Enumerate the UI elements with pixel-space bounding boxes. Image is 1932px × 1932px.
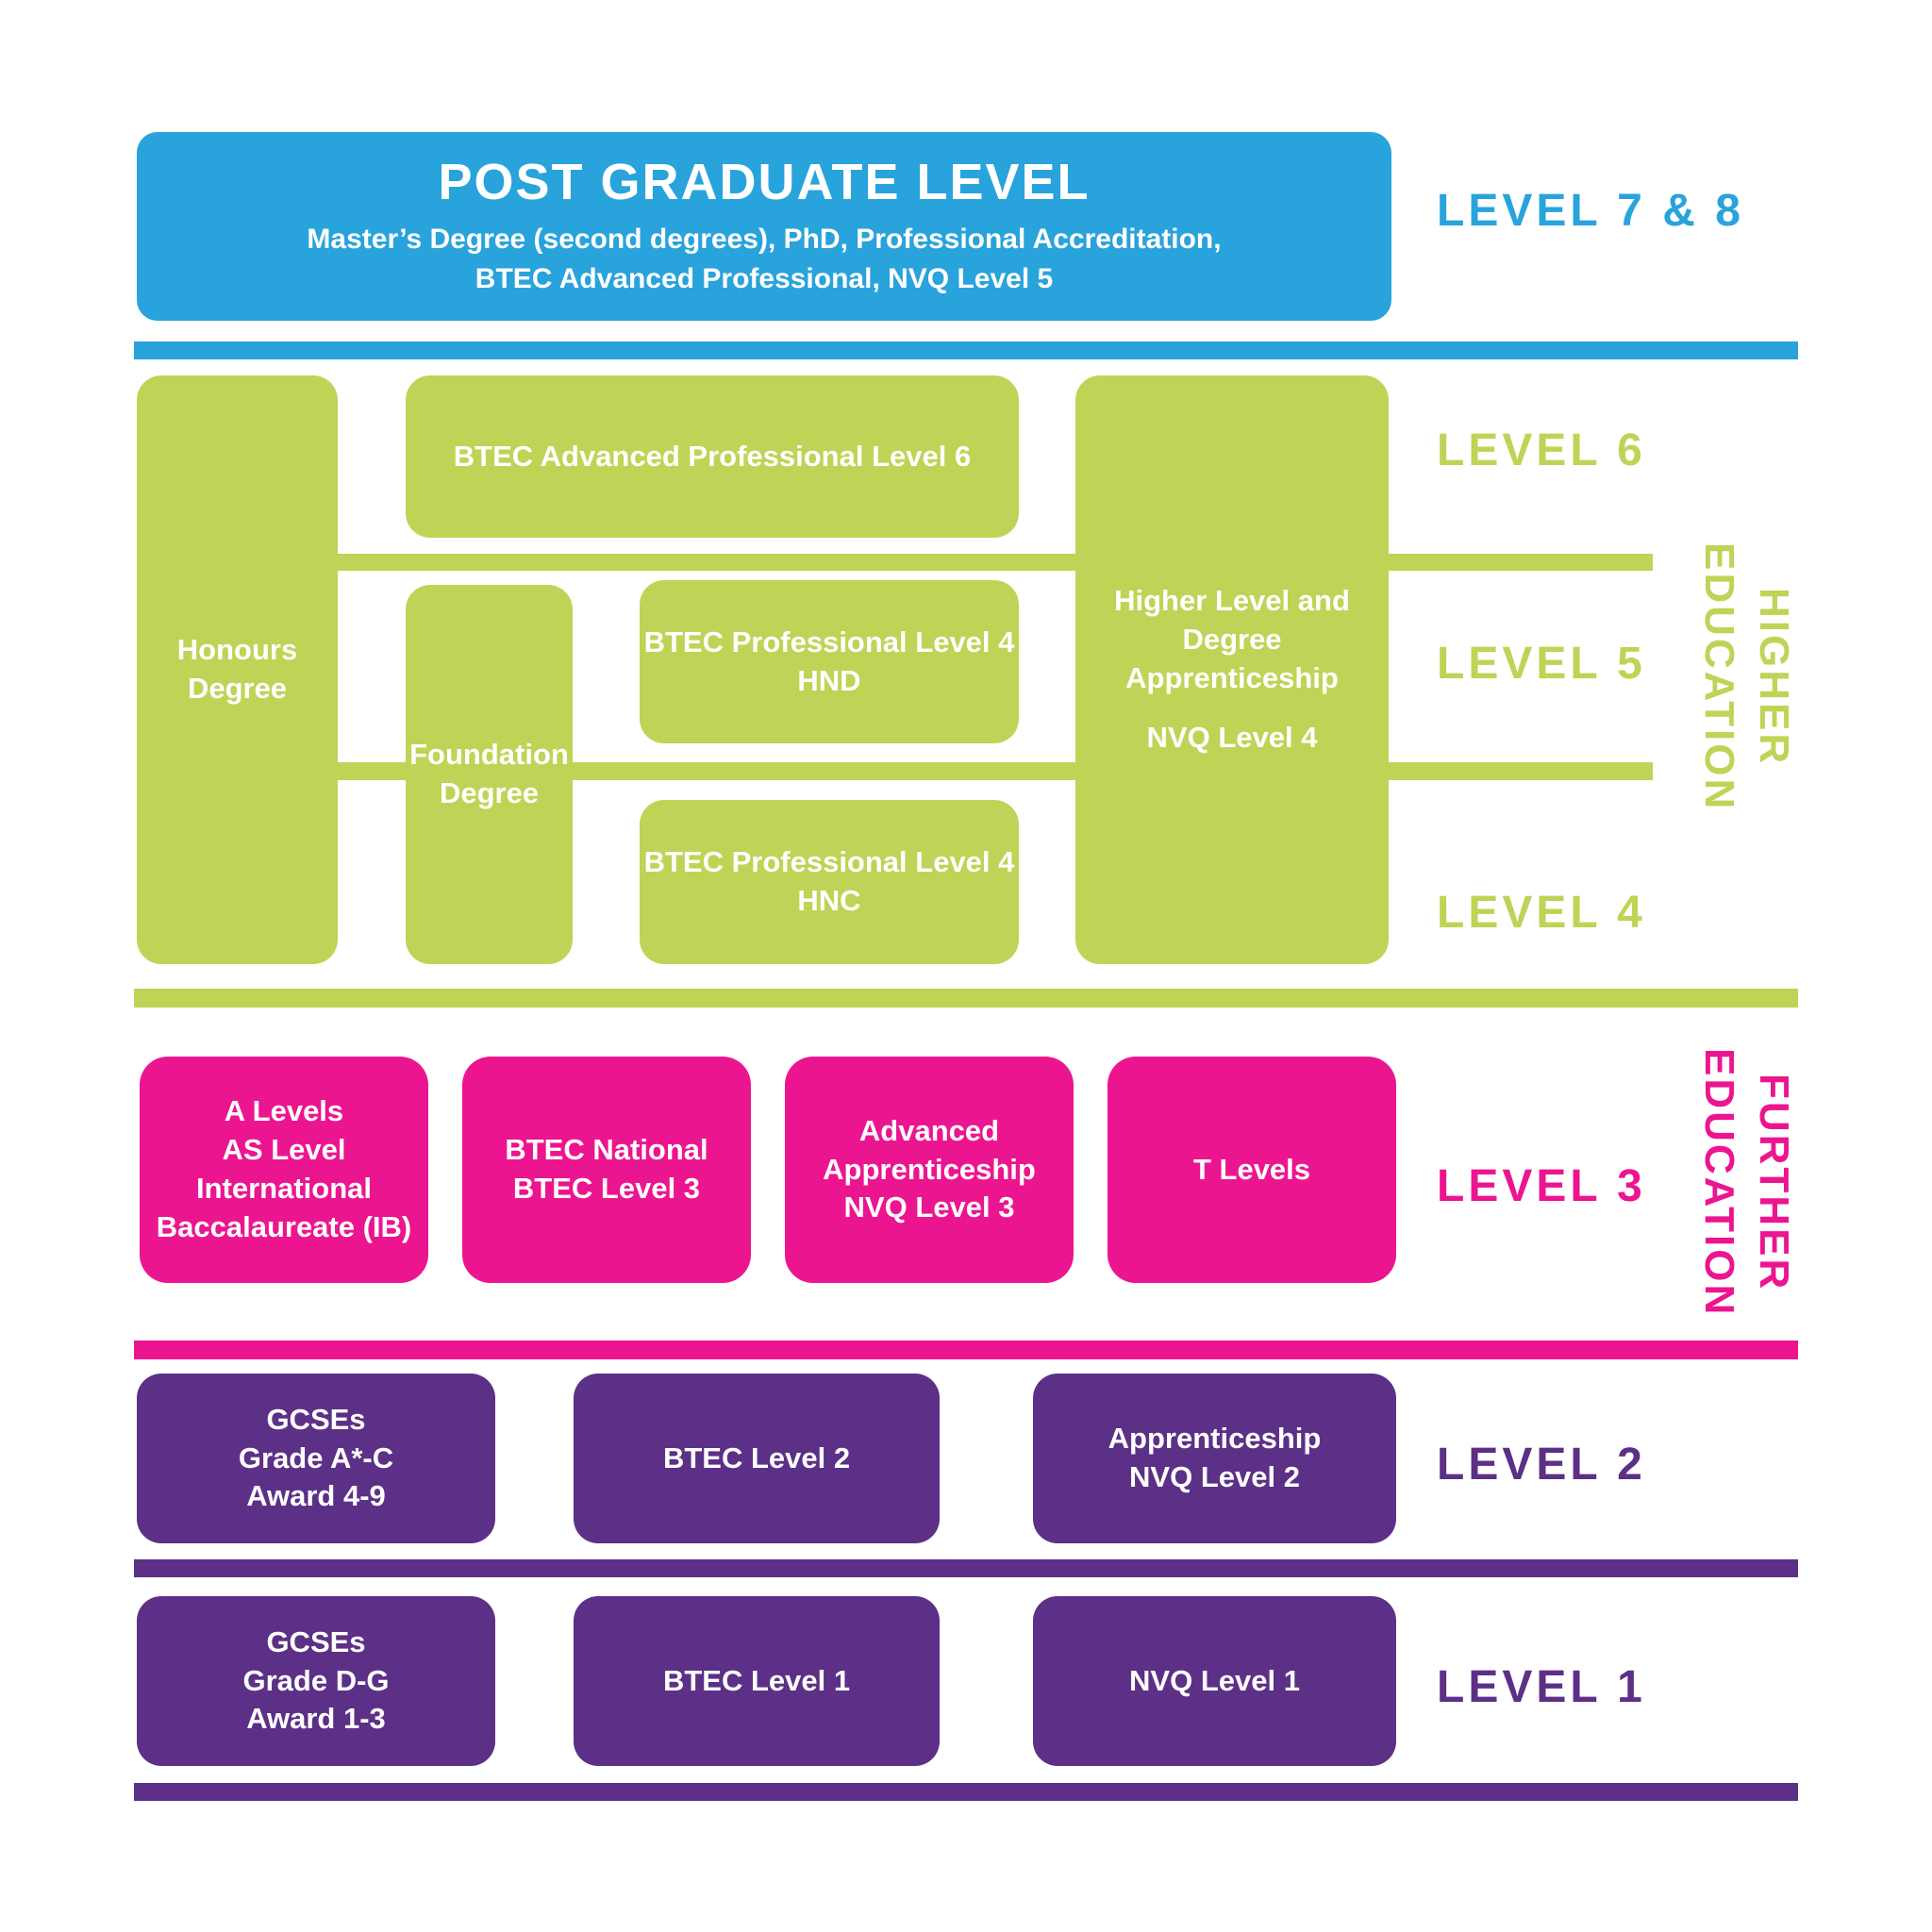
- postgraduate-box: POST GRADUATE LEVEL Master’s Degree (sec…: [137, 132, 1391, 321]
- btec-national-label: BTEC National BTEC Level 3: [505, 1133, 708, 1205]
- level-3-label: LEVEL 3: [1437, 1161, 1646, 1211]
- honours-degree-label: Honours Degree: [176, 633, 298, 705]
- level-2-label: LEVEL 2: [1437, 1440, 1646, 1490]
- btec-level2-label: BTEC Level 2: [662, 1441, 851, 1474]
- gcses-level1-label: GCSEs Grade D-G Award 1-3: [242, 1624, 390, 1736]
- nvq-level1-box: NVQ Level 1: [1033, 1596, 1396, 1766]
- btec-national-box: BTEC National BTEC Level 3: [462, 1057, 751, 1283]
- higher-education-word1: HIGHER: [1751, 588, 1797, 767]
- a-levels-label: A Levels AS Level International Baccalau…: [156, 1094, 412, 1243]
- level-6-label: LEVEL 6: [1437, 425, 1646, 475]
- advanced-apprenticeship-label: Advanced Apprenticeship NVQ Level 3: [823, 1113, 1036, 1224]
- further-education-section-label: FURTHER EDUCATION: [1678, 1024, 1801, 1341]
- btec-level1-label: BTEC Level 1: [662, 1663, 851, 1697]
- higher-degree-apprenticeship-label: Higher Level and Degree Apprenticeship: [1114, 584, 1350, 694]
- gcses-level1-box: GCSEs Grade D-G Award 1-3: [137, 1596, 495, 1766]
- gcses-level2-label: GCSEs Grade A*-C Award 4-9: [238, 1402, 394, 1513]
- t-levels-box: T Levels: [1108, 1057, 1396, 1283]
- nvq-level1-label: NVQ Level 1: [1129, 1663, 1300, 1697]
- level-1-label: LEVEL 1: [1437, 1662, 1646, 1712]
- btec-professional-hnc-box: BTEC Professional Level 4 HNC: [640, 800, 1019, 964]
- foundation-degree-box: Foundation Degree: [406, 585, 573, 964]
- honours-degree-box: Honours Degree: [137, 375, 338, 964]
- higher-education-section-label: HIGHER EDUCATION: [1678, 526, 1801, 828]
- gcses-level2-box: GCSEs Grade A*-C Award 4-9: [137, 1374, 495, 1543]
- t-levels-label: T Levels: [1192, 1152, 1311, 1186]
- apprenticeship-level2-box: Apprenticeship NVQ Level 2: [1033, 1374, 1396, 1543]
- apprenticeship-level2-label: Apprenticeship NVQ Level 2: [1108, 1422, 1322, 1493]
- a-levels-box: A Levels AS Level International Baccalau…: [140, 1057, 428, 1283]
- postgraduate-title: POST GRADUATE LEVEL: [438, 153, 1091, 210]
- postgraduate-subtitle-line1: Master’s Degree (second degrees), PhD, P…: [307, 224, 1222, 256]
- connector-line-level6-5: [338, 554, 1653, 571]
- higher-degree-apprenticeship-box: Higher Level and Degree Apprenticeship N…: [1075, 375, 1389, 964]
- btec-advanced-professional-level6-label: BTEC Advanced Professional Level 6: [453, 439, 972, 473]
- level-4-label: LEVEL 4: [1437, 888, 1646, 938]
- foundation-degree-label: Foundation Degree: [409, 738, 569, 809]
- purple-divider-bar-level2: [134, 1559, 1798, 1577]
- level-7-8-label: LEVEL 7 & 8: [1437, 186, 1744, 236]
- btec-advanced-professional-level6-box: BTEC Advanced Professional Level 6: [406, 375, 1019, 538]
- btec-level2-box: BTEC Level 2: [574, 1374, 940, 1543]
- btec-level1-box: BTEC Level 1: [574, 1596, 940, 1766]
- btec-professional-hnc-label: BTEC Professional Level 4 HNC: [643, 845, 1015, 917]
- level-5-label: LEVEL 5: [1437, 639, 1646, 689]
- postgraduate-subtitle-line2: BTEC Advanced Professional, NVQ Level 5: [475, 262, 1054, 294]
- further-education-word2: EDUCATION: [1696, 1048, 1742, 1318]
- further-education-word1: FURTHER: [1751, 1074, 1797, 1292]
- advanced-apprenticeship-box: Advanced Apprenticeship NVQ Level 3: [785, 1057, 1074, 1283]
- purple-divider-bar-level1: [134, 1783, 1798, 1801]
- blue-divider-bar: [134, 341, 1798, 359]
- btec-professional-hnd-label: BTEC Professional Level 4 HND: [643, 625, 1015, 697]
- nvq-level4-label: NVQ Level 4: [1146, 720, 1318, 754]
- higher-education-word2: EDUCATION: [1696, 542, 1742, 812]
- pink-divider-bar: [134, 1341, 1798, 1359]
- green-divider-bar: [134, 989, 1798, 1008]
- btec-professional-hnd-box: BTEC Professional Level 4 HND: [640, 580, 1019, 743]
